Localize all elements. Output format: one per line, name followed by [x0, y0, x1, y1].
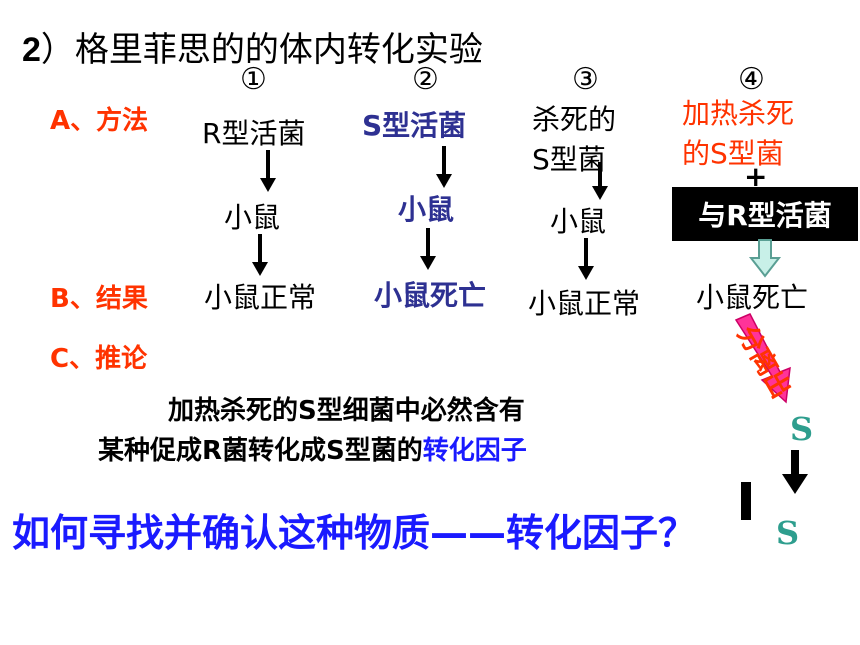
- exp1-arrow-2: [252, 234, 268, 276]
- exp4-box-r-live: 与R型活菌: [672, 187, 858, 241]
- title-text: ）格里菲思的的体内转化实验: [40, 30, 483, 70]
- s-letter-2: S: [776, 514, 800, 552]
- exp1-mouse: 小鼠: [224, 201, 281, 234]
- s-letter-1: S: [790, 410, 814, 448]
- conclusion-highlight: 转化因子: [422, 436, 527, 466]
- exp1-result: 小鼠正常: [204, 281, 317, 314]
- small-dark-arrow: [741, 482, 751, 520]
- exp2-arrow-2: [420, 228, 436, 270]
- exp1-arrow-1: [260, 150, 276, 192]
- conclusion-line1: 加热杀死的S型细菌中必然含有: [168, 396, 525, 426]
- experiment-2-number: ②: [412, 62, 439, 97]
- exp4-result: 小鼠死亡: [696, 281, 809, 314]
- page-title: 2）格里菲思的的体内转化实验: [22, 22, 483, 71]
- isolate-arrow: [734, 313, 791, 404]
- experiment-4-number: ④: [738, 62, 765, 97]
- exp4-method-line2: 的S型菌: [682, 137, 784, 170]
- exp3-method-line2: S型菌: [532, 143, 606, 176]
- exp3-arrow-1: [592, 162, 608, 200]
- s-arrow: [782, 450, 808, 494]
- question-heading: 如何寻找并确认这种物质——转化因子？: [12, 511, 697, 555]
- label-method: A、方法: [50, 106, 149, 136]
- exp3-result: 小鼠正常: [528, 287, 641, 320]
- exp4-plus: +: [744, 160, 768, 193]
- exp2-arrow-1: [436, 146, 452, 188]
- experiment-3-number: ③: [572, 62, 599, 97]
- title-number: 2: [22, 31, 41, 69]
- label-inference: C、推论: [50, 344, 148, 374]
- exp2-result: 小鼠死亡: [374, 279, 487, 312]
- exp1-method: R型活菌: [202, 117, 306, 150]
- exp4-method-line1: 加热杀死: [682, 97, 795, 130]
- exp3-arrow-2: [578, 238, 594, 280]
- label-result: B、结果: [50, 284, 148, 314]
- conclusion-line2-prefix: 某种促成R菌转化成S型菌的: [98, 436, 423, 466]
- exp2-method: S型活菌: [362, 109, 467, 142]
- exp2-mouse: 小鼠: [398, 193, 455, 226]
- experiment-1-number: ①: [240, 62, 267, 97]
- exp4-hollow-arrow: [748, 239, 782, 278]
- exp3-method-line1: 杀死的: [532, 103, 617, 136]
- exp3-mouse: 小鼠: [550, 205, 607, 238]
- conclusion-line2: 某种促成R菌转化成S型菌的转化因子: [98, 430, 527, 467]
